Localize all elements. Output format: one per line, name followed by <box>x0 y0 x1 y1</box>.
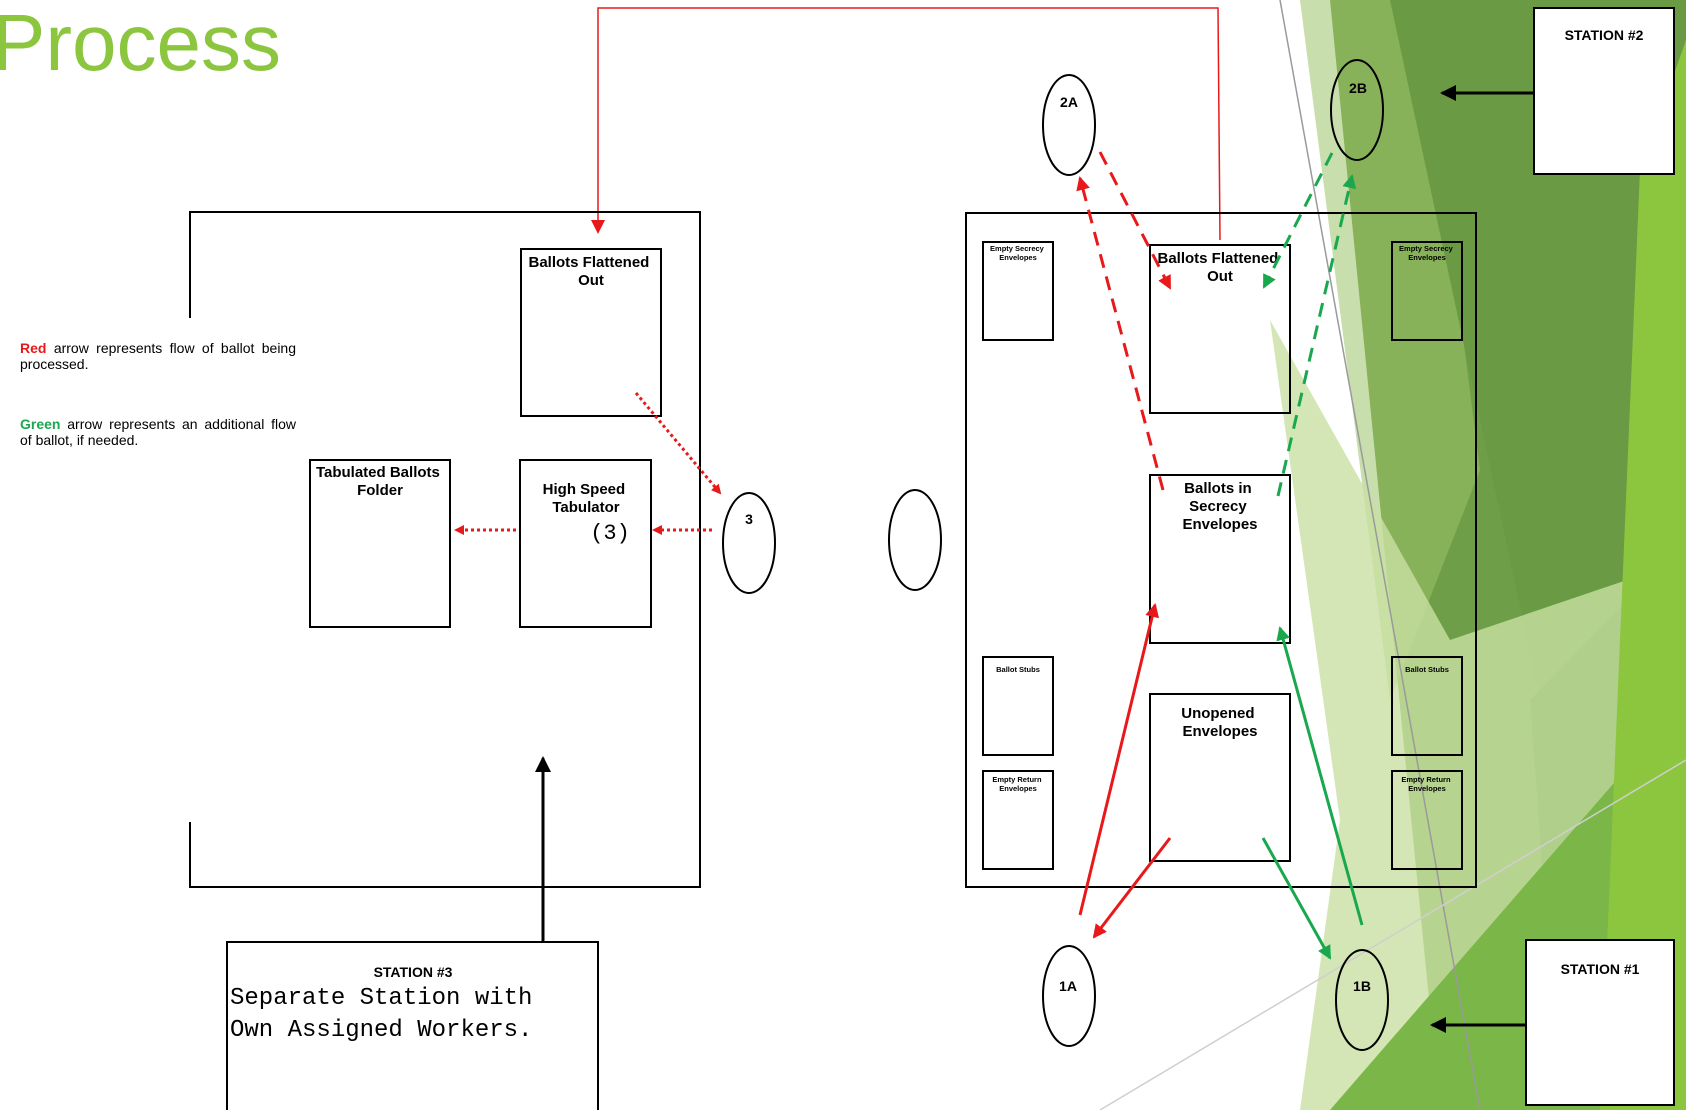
empty-secrecy-box-left <box>982 241 1054 341</box>
svg-text:Empty Secrecy Envelopes: Empty Secrecy Envelopes <box>1399 244 1455 262</box>
empty-secrecy-left-line1: Empty Secrecy <box>990 244 1045 253</box>
flow-arrow-2a-to-flattened <box>1098 151 1172 290</box>
ballots-flattened-box-right <box>1149 244 1291 414</box>
secrecy-line3: Envelopes <box>1182 516 1257 533</box>
empty-return-right-line2: Envelopes <box>1408 784 1446 793</box>
worker-2a-position <box>1042 74 1096 176</box>
empty-secrecy-box-right <box>1391 241 1463 341</box>
legend-red-text: arrow represents flow of ballot being pr… <box>20 340 296 372</box>
empty-return-left-line2: Envelopes <box>999 784 1037 793</box>
station3-desc-line2: Own Assigned Workers. <box>230 1017 532 1044</box>
empty-secrecy-right-line1: Empty Secrecy <box>1399 244 1454 253</box>
worker-1a-label: 1A <box>1059 978 1077 994</box>
worker-3-position <box>722 492 776 594</box>
station12-area-frame <box>965 212 1477 888</box>
high-speed-tabulator-box <box>519 459 652 628</box>
empty-secrecy-left-line2: Envelopes <box>999 253 1037 262</box>
tabulated-ballots-folder-box <box>309 459 451 628</box>
empty-return-box-right <box>1391 770 1463 870</box>
worker-1b-label: 1B <box>1353 978 1371 994</box>
flow-arrow-1a-to-secrecy <box>1078 603 1159 916</box>
station1-box <box>1525 939 1675 1106</box>
flow-arrow-unopened-to-1a <box>1092 837 1172 939</box>
top-flow-arrow <box>591 7 1221 241</box>
empty-return-right-line1: Empty Return <box>1401 775 1451 784</box>
ballots-flattened-box-left <box>520 248 662 417</box>
station2-box <box>1533 7 1675 175</box>
tabulator-count: (3) <box>590 521 630 546</box>
svg-text:Unopened Envelopes: Unopened Envelopes <box>1181 705 1259 740</box>
unassigned-worker-position <box>888 489 942 591</box>
station3-area-frame <box>189 211 701 888</box>
legend-red: Red arrow represents flow of ballot bein… <box>20 340 296 372</box>
svg-text:High Speed Tabulator: High Speed Tabulator <box>543 481 630 516</box>
worker-2b-label: 2B <box>1349 80 1367 96</box>
tabulated-folder-line2: Folder <box>357 482 403 499</box>
flow-arrow-secrecy-to-2b <box>1276 174 1357 497</box>
flow-arrow-2b-to-flattened <box>1262 152 1334 289</box>
ballots-flattened-left-line2: Out <box>578 272 604 289</box>
station3-label: STATION #3 <box>374 964 453 980</box>
empty-return-left-line1: Empty Return <box>992 775 1042 784</box>
svg-text:Empty Return Envelopes: Empty Return Envelopes <box>992 775 1043 793</box>
secrecy-line1: Ballots in <box>1184 480 1252 497</box>
ballots-secrecy-box <box>1149 474 1291 644</box>
ballot-stubs-box-right <box>1391 656 1463 756</box>
worker-2b-position <box>1330 59 1384 161</box>
tabulated-folder-line1: Tabulated Ballots <box>316 464 440 481</box>
empty-return-box-left <box>982 770 1054 870</box>
worker-1b-position <box>1335 949 1389 1051</box>
svg-text:Separate Station with Own: Separate Station with Own Assigned Worke… <box>230 985 547 1044</box>
ballots-flattened-left-line1: Ballots Flattened <box>528 254 649 271</box>
high-speed-line1: High Speed <box>543 481 626 498</box>
flow-arrow-unopened-to-1b <box>1261 837 1332 960</box>
high-speed-line2: Tabulator <box>552 499 619 516</box>
empty-secrecy-right-line2: Envelopes <box>1408 253 1446 262</box>
svg-text:Empty Secrecy Envelopes: Empty Secrecy Envelopes <box>990 244 1046 262</box>
station3-box <box>226 941 599 1110</box>
unopened-envelopes-box <box>1149 693 1291 862</box>
ballots-flattened-right-line1: Ballots Flattened <box>1157 250 1278 267</box>
unopened-line1: Unopened <box>1181 705 1254 722</box>
station3-desc-line1: Separate Station with <box>230 985 532 1012</box>
unopened-line2: Envelopes <box>1182 723 1257 740</box>
svg-text:Ballots in Secrecy Env: Ballots in Secrecy Envelopes <box>1182 480 1257 533</box>
flow-arrow-secrecy-to-2a <box>1076 176 1165 491</box>
svg-text:Ballots Flattened Out: Ballots Flattened Out <box>1157 250 1282 285</box>
worker-1a-position <box>1042 945 1096 1047</box>
ballot-stubs-right-label: Ballot Stubs <box>1405 665 1449 674</box>
svg-text:Tabulated Ballots Folder: Tabulated Ballots Folder <box>316 464 444 499</box>
ballots-flattened-right-line2: Out <box>1207 268 1233 285</box>
secrecy-line2: Secrecy <box>1189 498 1247 515</box>
worker-3-label: 3 <box>745 511 753 527</box>
legend-red-word: Red <box>20 340 47 356</box>
page-title: Process <box>0 0 281 87</box>
legend-green-word: Green <box>20 416 61 432</box>
legend-green-text: arrow represents an additional flow of b… <box>20 416 296 448</box>
station2-label: STATION #2 <box>1565 27 1644 43</box>
ballot-stubs-left-label: Ballot Stubs <box>996 665 1040 674</box>
station1-label: STATION #1 <box>1561 961 1640 977</box>
worker-2a-label: 2A <box>1060 94 1078 110</box>
ballot-stubs-box-left <box>982 656 1054 756</box>
svg-text:Empty Return Envelopes: Empty Return Envelopes <box>1401 775 1452 793</box>
flow-arrow-1b-to-secrecy <box>1276 626 1364 926</box>
svg-text:Ballots Flattened Out: Ballots Flattened Out <box>528 254 653 289</box>
legend-green: Green arrow represents an additional flo… <box>20 416 296 448</box>
flow-arrow-flattened-to-3 <box>634 392 722 495</box>
